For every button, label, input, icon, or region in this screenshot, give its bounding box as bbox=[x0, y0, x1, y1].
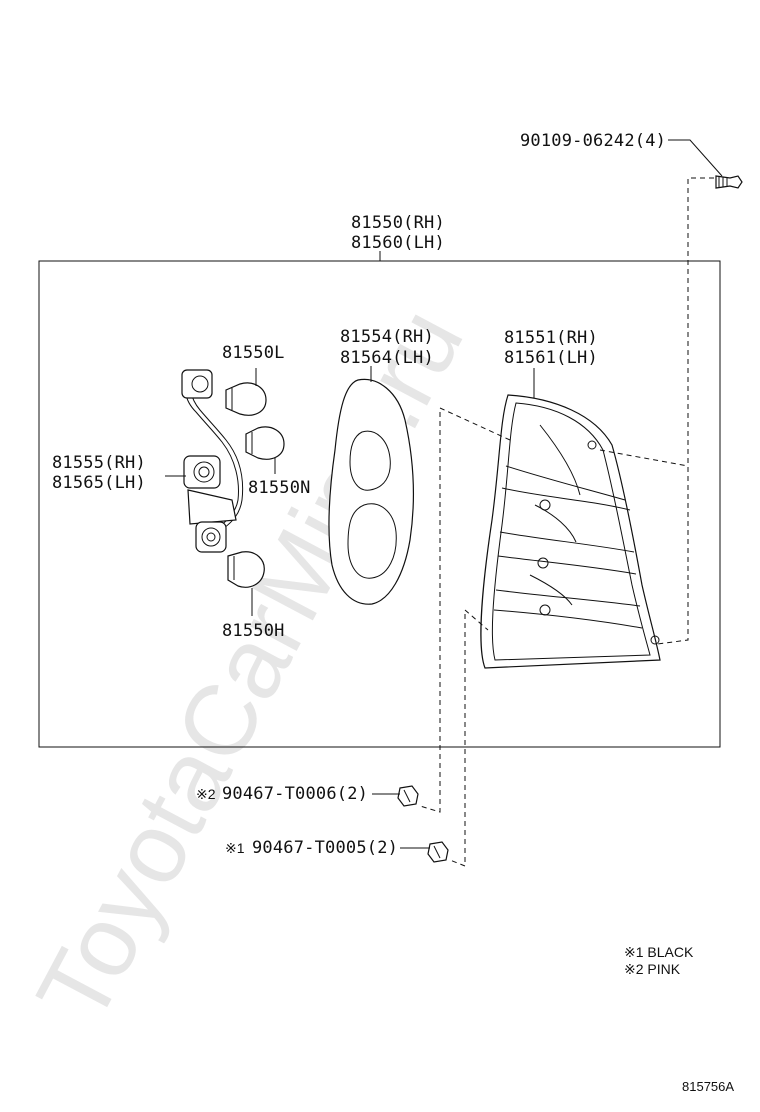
label-assembly-lh: 81560(LH) bbox=[351, 233, 445, 253]
label-clip-1: 90467-T0005(2) bbox=[252, 838, 398, 858]
bulb-h-icon bbox=[227, 551, 265, 588]
bulb-l-icon bbox=[225, 382, 267, 416]
gasket-icon bbox=[328, 378, 415, 605]
label-clip-2: 90467-T0006(2) bbox=[222, 784, 368, 804]
bulb-n-icon bbox=[245, 426, 285, 460]
legend-item-2: ※2 PINK bbox=[624, 961, 681, 977]
clip-2-dashed-path bbox=[419, 412, 441, 813]
clip-2-icon bbox=[397, 785, 419, 807]
tail-lamp-lens-icon bbox=[480, 394, 661, 669]
label-gasket-rh: 81554(RH) bbox=[340, 327, 434, 347]
label-clip-1-mark: ※1 bbox=[225, 840, 245, 856]
lens-dashed-1 bbox=[439, 407, 511, 441]
figure-code: 815756A bbox=[682, 1079, 734, 1094]
label-gasket-lh: 81564(LH) bbox=[340, 348, 434, 368]
label-clip-2-mark: ※2 bbox=[196, 786, 216, 802]
bolt-leader bbox=[668, 139, 723, 177]
label-socket-rh: 81555(RH) bbox=[52, 453, 146, 473]
lens-dashed-2 bbox=[599, 449, 689, 467]
clip-1-icon bbox=[427, 841, 449, 863]
label-lens-rh: 81551(RH) bbox=[504, 328, 598, 348]
clip-1-dashed-path bbox=[449, 614, 466, 867]
label-bulb-l: 81550L bbox=[222, 343, 285, 363]
bolt-icon bbox=[715, 175, 743, 189]
label-bulb-h: 81550H bbox=[222, 621, 285, 641]
label-lens-lh: 81561(LH) bbox=[504, 348, 598, 368]
bolt-dashed-path bbox=[649, 177, 714, 646]
label-bolt: 90109-06242(4) bbox=[520, 131, 666, 151]
label-assembly-rh: 81550(RH) bbox=[351, 213, 445, 233]
socket-wire-icon bbox=[181, 369, 244, 553]
label-socket-lh: 81565(LH) bbox=[52, 473, 146, 493]
legend-item-1: ※1 BLACK bbox=[624, 944, 694, 960]
label-bulb-n: 81550N bbox=[248, 478, 311, 498]
